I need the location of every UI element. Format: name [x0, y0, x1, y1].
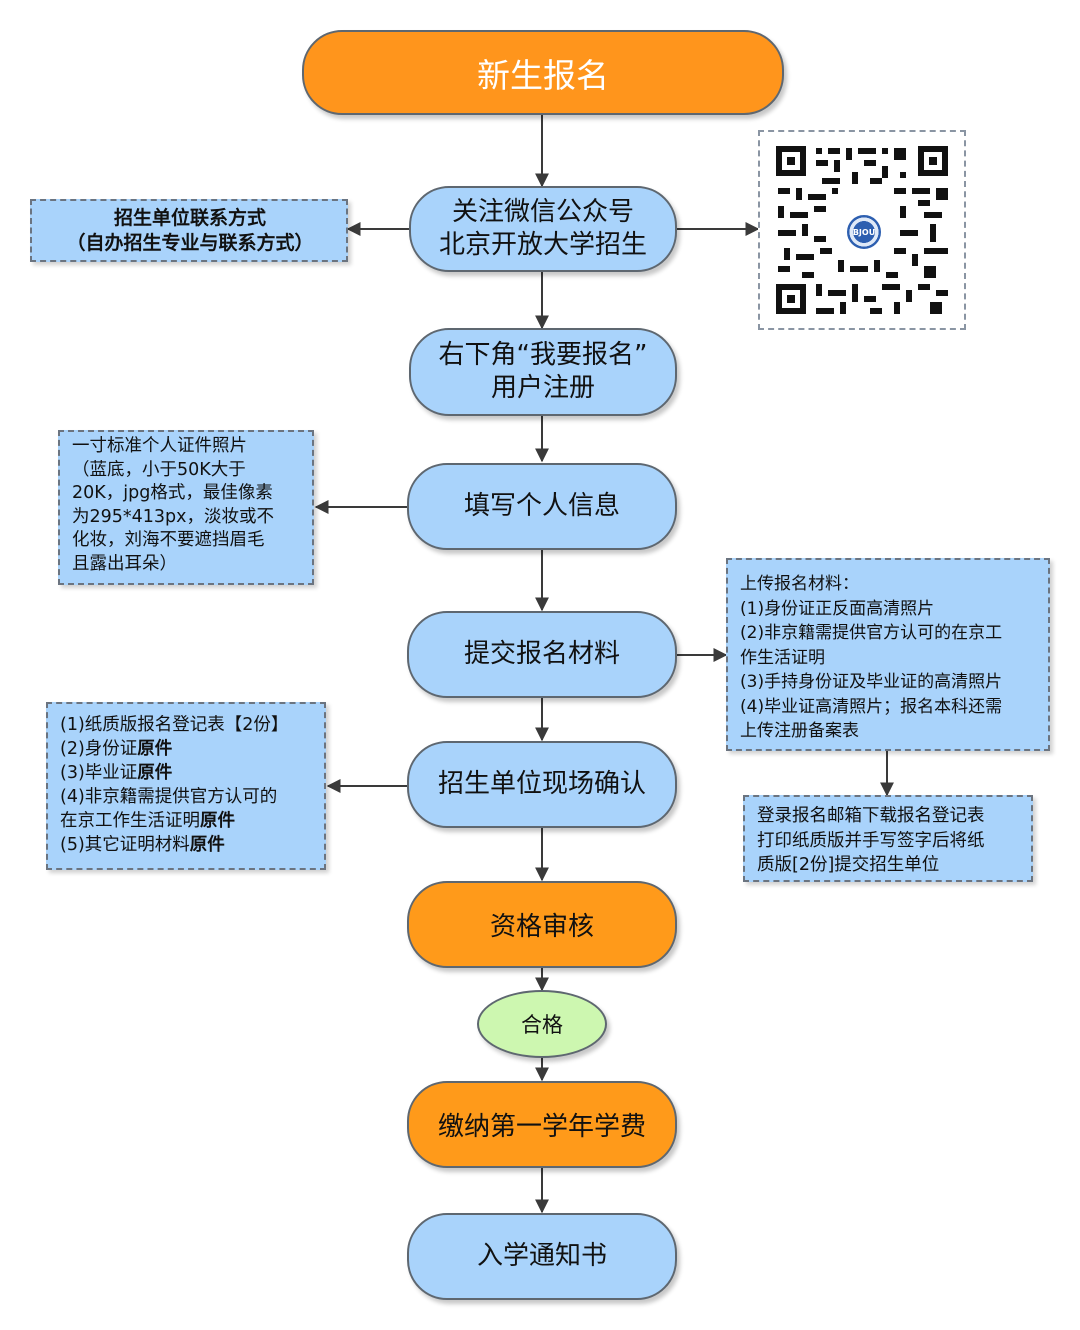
- admission-notice-label: 入学通知书: [476, 1241, 607, 1271]
- upload-materials-note: 上传报名材料： (1)身份证正反面高清照片 (2)非京籍需提供官方认可的在京工 …: [726, 558, 1050, 751]
- review-label: 资格审核: [489, 912, 594, 942]
- onsite-note-line-5: 在京工作生活证明原件: [60, 809, 318, 833]
- photo-note-line-1: 一寸标准个人证件照片: [72, 436, 247, 456]
- photo-note-line-4: 为295*413px，淡妆或不: [72, 506, 275, 527]
- bjou-logo-icon: BJOU: [844, 212, 884, 252]
- onsite-note-line-1: (1)纸质版报名登记表【2份】: [60, 715, 289, 735]
- admission-notice-node: 入学通知书: [407, 1213, 677, 1300]
- contact-note-line-1: 招生单位联系方式: [113, 206, 266, 229]
- follow-wechat-line-2: 北京开放大学招生: [438, 230, 647, 260]
- review-node: 资格审核: [407, 881, 677, 968]
- photo-note-line-2: （蓝底，小于50K大于: [72, 459, 246, 480]
- download-note-line-2: 打印纸质版并手写签字后将纸: [757, 830, 985, 851]
- onsite-note-diploma-original: 原件: [137, 763, 173, 783]
- download-note-line-3: 质版[2份]提交招生单位: [757, 855, 940, 875]
- submit-materials-node: 提交报名材料: [407, 611, 677, 698]
- contact-note-line-2: （自办招生专业与联系方式）: [66, 231, 314, 254]
- fill-info-node: 填写个人信息: [407, 463, 677, 550]
- register-node: 右下角“我要报名” 用户注册: [409, 328, 677, 416]
- upload-note-line-2: (1)身份证正反面高清照片: [740, 598, 935, 619]
- pay-tuition-node: 缴纳第一学年学费: [407, 1081, 677, 1168]
- onsite-confirm-node: 招生单位现场确认: [407, 741, 677, 828]
- onsite-note-other: (5)其它证明材料: [60, 835, 190, 855]
- pass-label: 合格: [521, 1013, 563, 1037]
- submit-materials-label: 提交报名材料: [463, 639, 620, 669]
- register-line-2: 用户注册: [490, 373, 595, 403]
- download-note-line-1: 登录报名邮箱下载报名登记表: [757, 806, 985, 826]
- onsite-note-line-6: (5)其它证明材料原件: [60, 833, 318, 857]
- photo-note-line-5: 化妆，刘海不要遮挡眉毛: [72, 530, 265, 550]
- onsite-note-line-2: (2)身份证原件: [60, 737, 318, 761]
- photo-note-line-3: 20K，jpg格式，最佳像素: [72, 483, 273, 503]
- onsite-note-line-3: (3)毕业证原件: [60, 761, 318, 785]
- qr-modules: [778, 148, 948, 314]
- follow-wechat-node: 关注微信公众号 北京开放大学招生: [409, 186, 677, 272]
- register-line-1: 右下角“我要报名”: [438, 340, 648, 370]
- onsite-note-diploma: (3)毕业证: [60, 763, 138, 783]
- upload-note-line-5: (3)手持身份证及毕业证的高清照片: [740, 672, 1003, 692]
- start-node-label: 新生报名: [477, 55, 609, 95]
- onsite-note-line-4: (4)非京籍需提供官方认可的: [60, 787, 278, 807]
- contact-note: 招生单位联系方式 （自办招生专业与联系方式）: [30, 199, 348, 262]
- photo-note-line-6: 且露出耳朵）: [72, 553, 177, 574]
- onsite-note-residence-original: 原件: [200, 811, 235, 831]
- upload-note-line-1: 上传报名材料：: [740, 574, 859, 594]
- onsite-note-other-original: 原件: [189, 835, 225, 855]
- download-form-note: 登录报名邮箱下载报名登记表 打印纸质版并手写签字后将纸 质版[2份]提交招生单位: [743, 795, 1033, 882]
- upload-note-line-7: 上传注册备案表: [740, 721, 859, 741]
- qr-code-pattern: BJOU: [774, 144, 952, 318]
- start-node: 新生报名: [302, 30, 784, 115]
- onsite-documents-note: (1)纸质版报名登记表【2份】 (2)身份证原件 (3)毕业证原件 (4)非京籍…: [46, 702, 326, 870]
- qr-finder-top-left: [776, 146, 806, 176]
- onsite-note-residence: 在京工作生活证明: [60, 811, 200, 831]
- wechat-qr-code: BJOU: [758, 130, 966, 330]
- qr-finder-bottom-left: [776, 284, 806, 314]
- fill-info-label: 填写个人信息: [463, 491, 620, 521]
- qr-finder-top-right: [918, 146, 948, 176]
- upload-note-line-6: (4)毕业证高清照片；报名本科还需: [740, 696, 1003, 717]
- upload-note-line-3: (2)非京籍需提供官方认可的在京工: [740, 623, 1003, 643]
- pass-node: 合格: [477, 990, 607, 1058]
- follow-wechat-line-1: 关注微信公众号: [451, 197, 634, 227]
- onsite-confirm-label: 招生单位现场确认: [437, 769, 646, 799]
- onsite-note-id: (2)身份证: [60, 739, 138, 759]
- upload-note-line-4: 作生活证明: [740, 647, 825, 668]
- pay-tuition-label: 缴纳第一学年学费: [437, 1112, 646, 1142]
- photo-requirements-note: 一寸标准个人证件照片 （蓝底，小于50K大于 20K，jpg格式，最佳像素 为2…: [58, 430, 314, 585]
- onsite-note-id-original: 原件: [137, 739, 173, 759]
